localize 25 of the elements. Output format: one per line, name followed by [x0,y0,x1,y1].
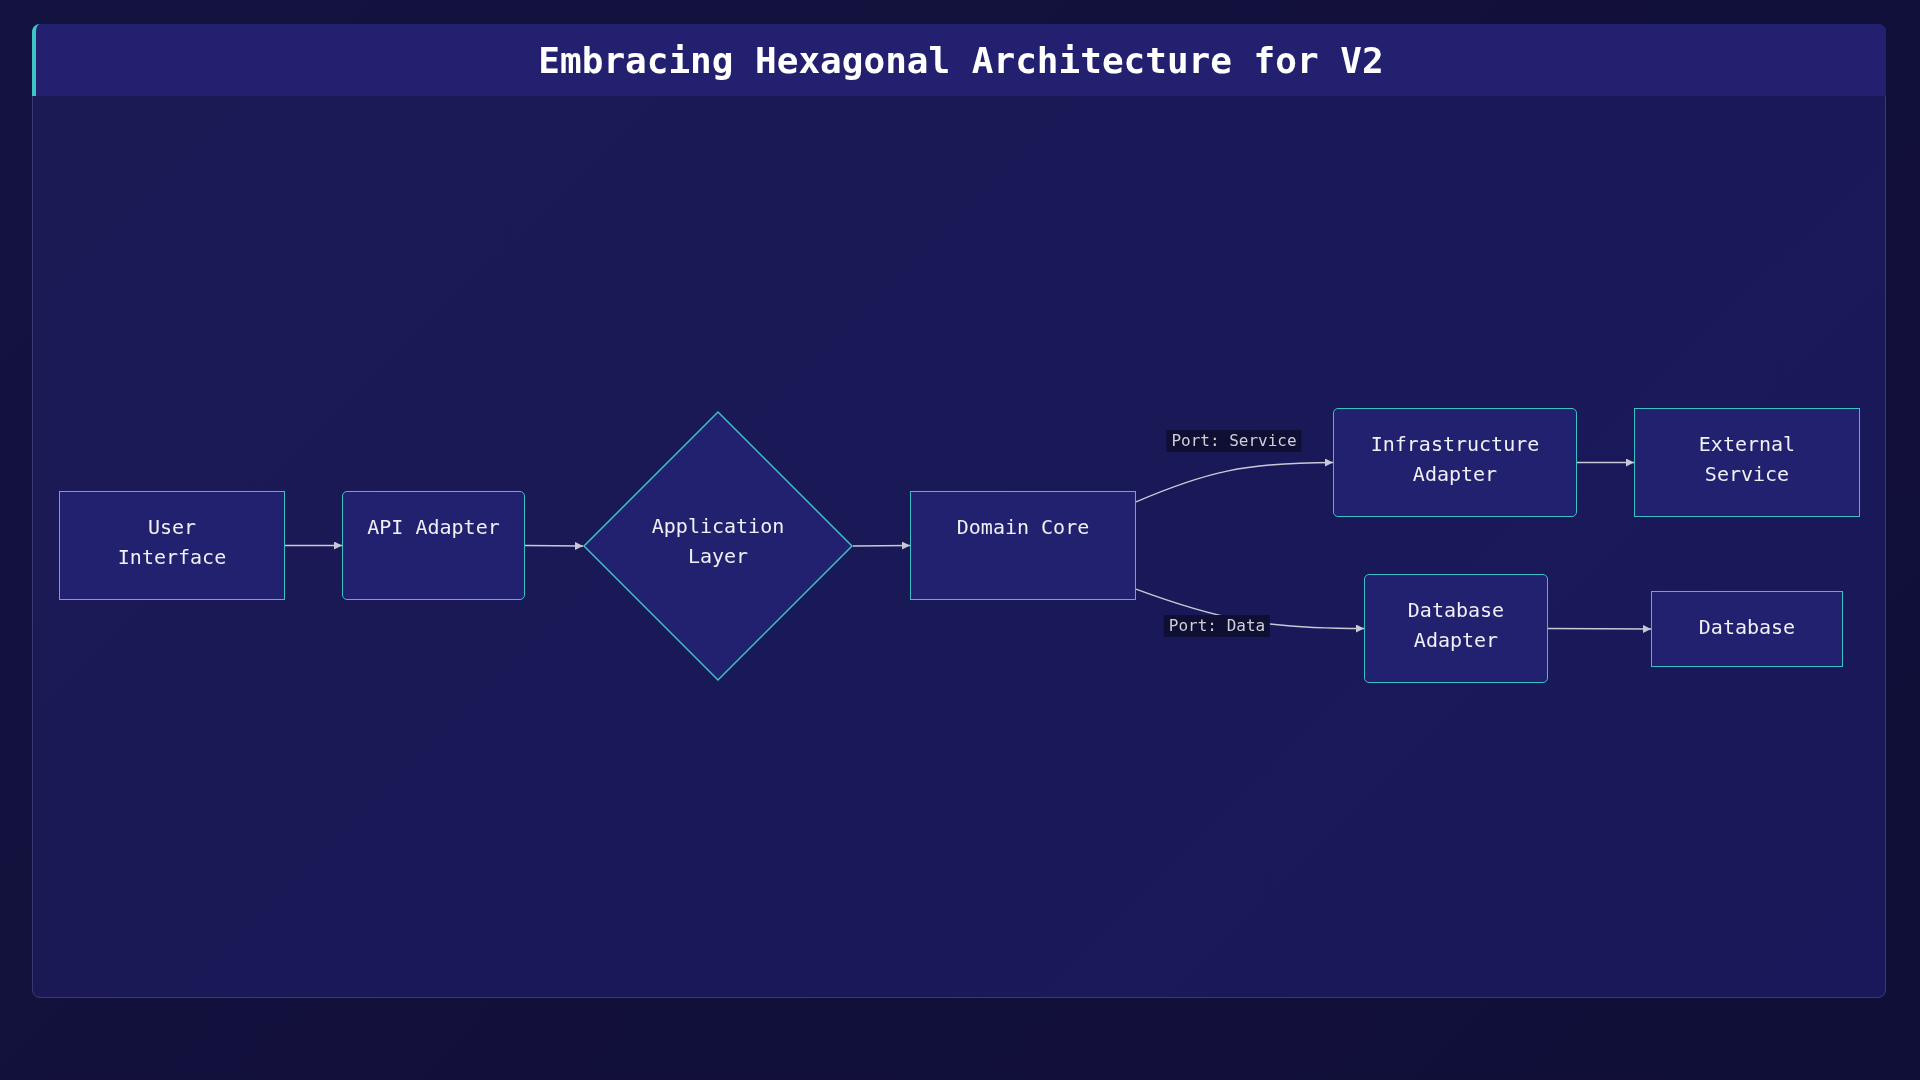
process-box [1364,574,1548,683]
process-box [910,491,1136,600]
process-box [1333,408,1577,517]
process-box [1651,591,1843,667]
node-label: Domain Core [956,514,1090,541]
arrow [1135,458,1334,503]
node-label: Database Adapter [1406,597,1506,654]
edge-label: Port: Service [1166,430,1302,452]
node-label: API Adapter [367,514,500,541]
arrow [852,541,911,550]
node-label: External Service [1697,431,1797,488]
node-label: Database [1698,614,1796,641]
decision-diamond [583,411,853,681]
arrow [524,541,584,550]
node-label: Infrastructure Adapter [1369,431,1541,488]
arrow [1576,458,1635,467]
node-label: Application Layer [650,513,786,570]
node-label: User Interface [116,514,228,571]
arrow [284,541,343,550]
diagram-title: Embracing Hexagonal Architecture for V2 [538,39,1384,81]
edge-label: Port: Data [1163,615,1271,637]
process-box [1634,408,1860,517]
process-box [59,491,285,600]
process-box [342,491,525,600]
arrow [1547,624,1652,633]
